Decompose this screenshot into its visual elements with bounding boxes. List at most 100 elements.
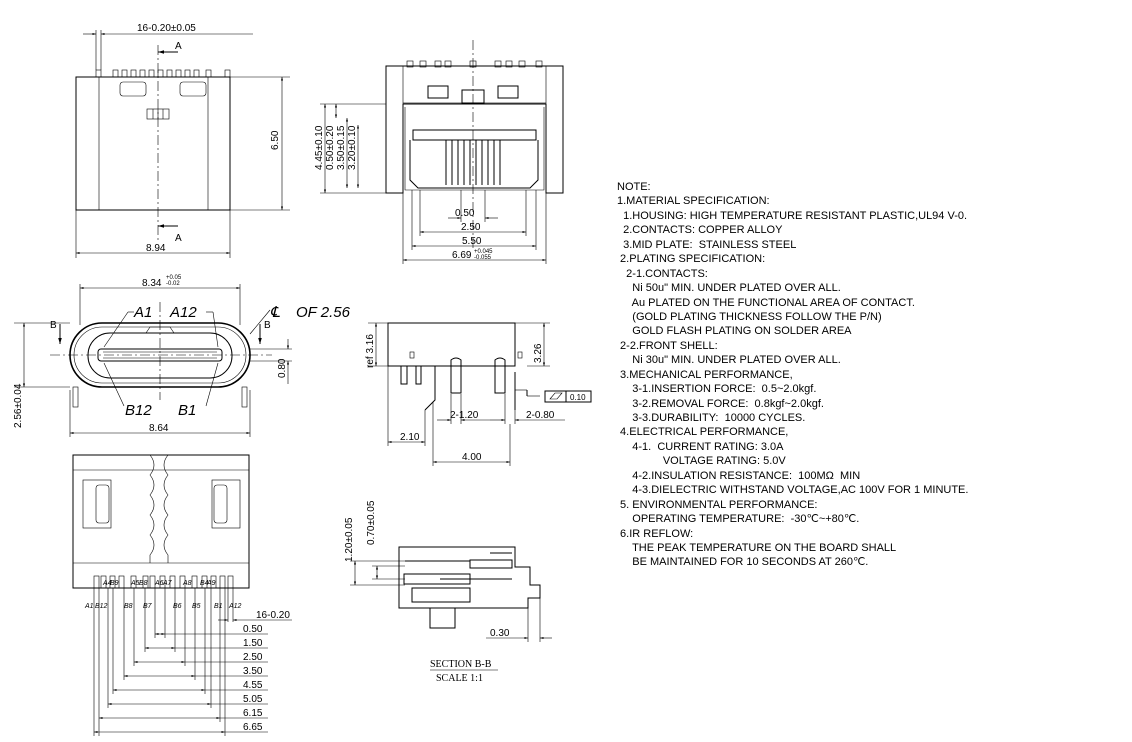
note-line: 2.CONTACTS: COPPER ALLOY	[617, 224, 783, 237]
front-top-width-tol-plus: +0.05	[166, 275, 182, 281]
note-line: 4-2.INSULATION RESISTANCE: 100MΩ MIN	[617, 469, 861, 482]
side-pitch-right: 2-0.80	[526, 410, 555, 421]
pin-label: A7	[162, 580, 173, 587]
front-section-hdim-3: 5.50	[462, 236, 482, 247]
front-section-hdim-1: 0.50	[455, 208, 475, 219]
pin-label: A12	[228, 603, 242, 610]
side-view: ref 3.16 3.26 0.10 2-1.20 2-0.80 2.10 4.…	[365, 322, 592, 466]
bottom-pitch-label: 16-0.20	[256, 610, 290, 621]
pin-label-b12: B12	[125, 402, 152, 419]
top-view-pins	[95, 69, 231, 78]
pin-label: B6	[173, 603, 182, 610]
notes-block: NOTE:1.MATERIAL SPECIFICATION: 1.HOUSING…	[617, 180, 1127, 570]
bottom-view-pins	[93, 575, 234, 589]
section-bb-title: SECTION B-B	[430, 659, 492, 670]
front-section-vdim-1: 4.45±0.10	[314, 125, 325, 170]
bottom-pin-labels-top: A4 B9 A5 B8 A6 A7 A8 B4 A9	[102, 580, 216, 587]
note-line: BE MAINTAINED FOR 10 SECONDS AT 260℃.	[617, 556, 869, 569]
front-section-vdim-4: 3.20±0.10	[347, 125, 358, 170]
note-line: 3.MECHANICAL PERFORMANCE,	[617, 368, 793, 381]
ladder-dim-label: 0.50	[243, 624, 263, 635]
note-line: 2-1.CONTACTS:	[617, 267, 708, 280]
front-section-tol-plus: +0.045	[474, 249, 493, 255]
note-line: 3-3.DURABILITY: 10000 CYCLES.	[617, 412, 806, 424]
pin-label: B4	[200, 580, 209, 587]
pin-label: B5	[192, 603, 201, 610]
note-line: 5. ENVIRONMENTAL PERFORMANCE:	[617, 498, 818, 511]
ladder-dim-label: 4.55	[243, 680, 263, 691]
side-span-label: 4.00	[462, 452, 482, 463]
front-section-pins-top	[406, 60, 543, 68]
note-line: NOTE:	[617, 181, 651, 193]
note-line: 4-3.DIELECTRIC WITHSTAND VOLTAGE,AC 100V…	[617, 484, 969, 497]
note-line: 6.IR REFLOW:	[617, 527, 694, 540]
centerline-label: OF 2.56	[296, 304, 351, 321]
section-b-mark-right: B	[264, 320, 271, 331]
bottom-ladder-dims: 0.50 1.50 2.50 3.50 4.55	[94, 588, 268, 736]
front-width-label: 8.64	[149, 423, 169, 434]
pin-label: B12	[95, 603, 108, 610]
pin-label-b1: B1	[178, 402, 196, 419]
section-b-mark-left: B	[50, 320, 57, 331]
note-line: THE PEAK TEMPERATURE ON THE BOARD SHALL	[617, 541, 897, 554]
section-a-mark-top: A	[175, 41, 182, 52]
note-line: 4-1. CURRENT RATING: 3.0A	[617, 440, 784, 453]
section-bb-vdim-1: 1.20±0.05	[344, 517, 355, 562]
ladder-dim-label: 3.50	[243, 666, 263, 677]
top-view: A A 16-0.20±0.05 6.50 8.94	[75, 23, 290, 258]
front-top-width-tol-minus: -0.02	[166, 281, 180, 287]
top-width-label: 8.94	[146, 243, 166, 254]
note-line: 2.PLATING SPECIFICATION:	[617, 253, 766, 266]
top-height-label: 6.50	[270, 130, 281, 150]
pin-label: A5	[130, 580, 140, 587]
note-line: GOLD FLASH PLATING ON SOLDER AREA	[617, 325, 852, 338]
pin-label: B1	[214, 603, 223, 610]
note-line: Ni 30u" MIN. UNDER PLATED OVER ALL.	[617, 354, 841, 367]
section-bb-hdim: 0.30	[490, 628, 510, 639]
centerline-symbol: ℄	[270, 304, 280, 321]
front-section-overall-width: 6.69	[452, 250, 472, 261]
note-line: 1.MATERIAL SPECIFICATION:	[617, 195, 770, 208]
pin-label-a1: A1	[133, 304, 152, 321]
front-section-vdim-2: 0.50±0.20	[325, 125, 336, 170]
front-height-label: 2.56±0.04	[13, 383, 24, 428]
note-line: VOLTAGE RATING: 5.0V	[617, 455, 786, 468]
top-pitch-label: 16-0.20±0.05	[137, 23, 196, 34]
pin-label: B7	[143, 603, 153, 610]
front-view: A1 A12 B12 B1 ℄ OF 2.56 B B 8.34 +0.05 -…	[13, 275, 351, 437]
pin-label: A1	[84, 603, 94, 610]
note-line: 2-2.FRONT SHELL:	[617, 339, 718, 352]
front-opening-label: 0.80	[277, 358, 288, 378]
note-line: Ni 50u" MIN. UNDER PLATED OVER ALL.	[617, 282, 841, 295]
note-line: 3-2.REMOVAL FORCE: 0.8kgf~2.0kgf.	[617, 397, 824, 410]
note-line: Au PLATED ON THE FUNCTIONAL AREA OF CONT…	[617, 296, 915, 309]
pin-label: B8	[139, 580, 148, 587]
pin-label: B8	[124, 603, 133, 610]
ladder-dim-label: 1.50	[243, 638, 263, 649]
pin-label: B9	[110, 580, 119, 587]
front-section-tol-minus: -0.055	[474, 255, 492, 261]
pin-label: A4	[102, 580, 112, 587]
note-line: OPERATING TEMPERATURE: -30℃~+80℃.	[617, 513, 860, 526]
side-height-label: 3.26	[533, 343, 544, 363]
note-line: 3.MID PLATE: STAINLESS STEEL	[617, 238, 797, 251]
side-pitch-left: 2-1.20	[450, 410, 479, 421]
note-line: 3-1.INSERTION FORCE: 0.5~2.0kgf.	[617, 383, 817, 396]
side-ref-height-label: ref 3.16	[365, 334, 376, 368]
flatness-icon	[549, 392, 563, 400]
section-bb-view: 1.20±0.05 0.70±0.05 0.30 SECTION B-B SCA…	[344, 500, 552, 684]
pin-label: A6	[154, 580, 164, 587]
pin-label: A8	[182, 580, 192, 587]
note-line: (GOLD PLATING THICKNESS FOLLOW THE P/N)	[617, 310, 882, 323]
ladder-dim-label: 6.15	[243, 708, 263, 719]
side-offset-label: 2.10	[400, 432, 420, 443]
flatness-symbol-box	[544, 390, 567, 403]
ladder-dim-label: 5.05	[243, 694, 263, 705]
pin-label-a12: A12	[169, 304, 197, 321]
ladder-dim-label: 2.50	[243, 652, 263, 663]
front-section-view: 4.45±0.10 0.50±0.20 3.50±0.15 3.20±0.10 …	[314, 40, 564, 264]
section-bb-vdim-2: 0.70±0.05	[366, 500, 377, 545]
side-flatness-value: 0.10	[570, 393, 586, 402]
bottom-pin-labels-bottom: A1 B12 B8 B7 B6 B5 B1 A12	[84, 603, 242, 610]
